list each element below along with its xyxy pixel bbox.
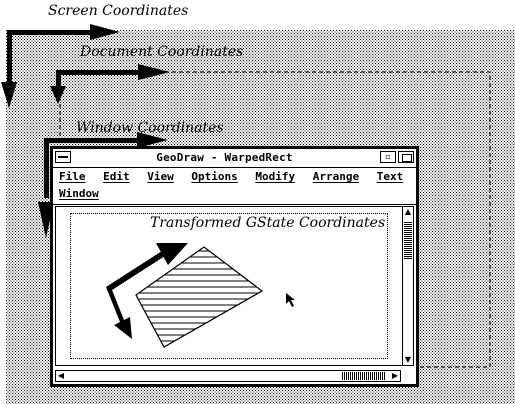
screen-axes-icon (1, 24, 120, 108)
document-coordinates-label: Document Coordinates (80, 44, 244, 60)
scroll-right-button[interactable]: ▶ (391, 371, 399, 380)
menu-text[interactable]: Text (376, 170, 404, 183)
warped-rect[interactable] (135, 246, 264, 348)
menu-row-2: Window (59, 186, 110, 202)
vertical-scrollbar[interactable]: ▲ ▼ (402, 206, 414, 366)
menu-window[interactable]: Window (59, 187, 99, 200)
screen-coordinates-label: Screen Coordinates (48, 3, 189, 19)
menu-edit[interactable]: Edit (103, 170, 130, 183)
document-axes-icon (50, 64, 170, 104)
minimize-button[interactable]: ▫ (380, 151, 396, 163)
window-title: GeoDraw - WarpedRect (156, 151, 293, 164)
menu-modify[interactable]: Modify (255, 170, 296, 183)
menu-bar: File Edit View Options Modify Arrange Te… (53, 168, 416, 205)
top-margin (0, 0, 515, 30)
horizontal-scrollbar[interactable]: ◀ ▶ (55, 370, 401, 382)
window-coordinates-label: Window Coordinates (76, 120, 224, 136)
arrow-cursor-icon (286, 293, 295, 307)
scroll-down-button[interactable]: ▼ (404, 355, 412, 364)
horizontal-scroll-thumb[interactable] (342, 372, 386, 380)
menu-arrange[interactable]: Arrange (312, 170, 360, 183)
scroll-left-button[interactable]: ◀ (57, 371, 65, 380)
app-window: GeoDraw - WarpedRect ▫ File Edit View Op… (50, 146, 419, 387)
left-margin (0, 0, 6, 404)
menu-view[interactable]: View (147, 170, 174, 183)
gstate-coordinates-label: Transformed GState Coordinates (150, 215, 386, 231)
scroll-up-button[interactable]: ▲ (404, 207, 412, 216)
title-bar[interactable]: GeoDraw - WarpedRect ▫ (53, 149, 416, 168)
maximize-button[interactable] (398, 151, 414, 163)
menu-file[interactable]: File (59, 170, 86, 183)
drawing-canvas (106, 243, 295, 348)
gstate-axes-icon (106, 243, 188, 339)
menu-row-1: File Edit View Options Modify Arrange Te… (59, 169, 414, 185)
system-menu-button[interactable] (55, 151, 71, 163)
vertical-scroll-thumb[interactable] (404, 221, 412, 259)
menu-options[interactable]: Options (191, 170, 238, 183)
document-view[interactable]: Transformed GState Coordinates (55, 206, 403, 366)
page-boundary (70, 213, 388, 359)
